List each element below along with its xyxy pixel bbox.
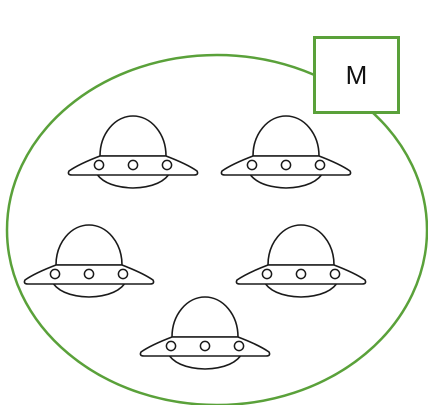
- ufo-icon: [139, 296, 271, 370]
- ufo-icon: [23, 224, 155, 298]
- set-label-box: M: [313, 36, 400, 114]
- ufo-icon: [235, 224, 367, 298]
- ufo-icon: [220, 115, 352, 189]
- set-boundary: [5, 53, 428, 405]
- set-label: M: [345, 60, 368, 90]
- ufo-icon: [67, 115, 199, 189]
